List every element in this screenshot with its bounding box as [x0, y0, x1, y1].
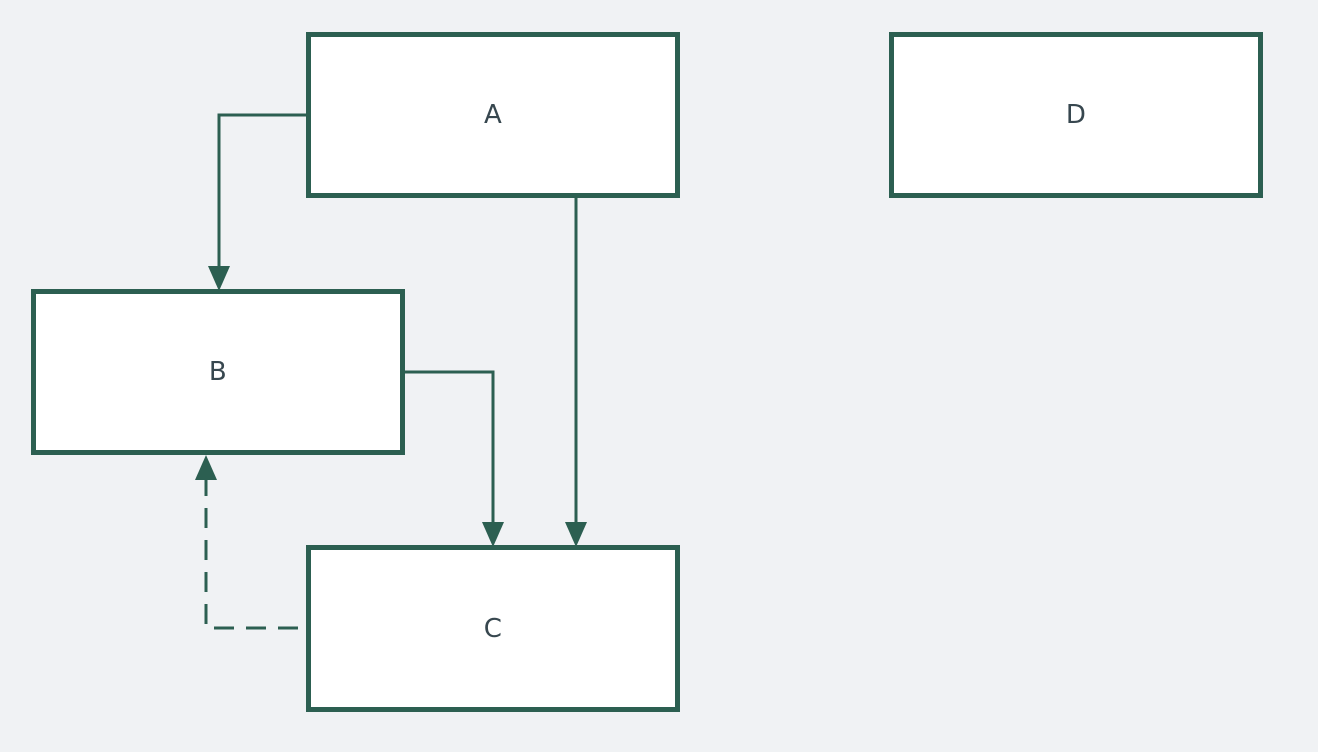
node-a[interactable]: A [306, 32, 680, 198]
edge-a-to-b [208, 113, 306, 291]
edge-a-to-b-arrowhead [208, 266, 230, 291]
edge-a-to-b-line [217, 113, 306, 268]
edge-c-to-b-line [204, 478, 298, 630]
node-d-label: D [1065, 100, 1087, 130]
edge-c-to-b-arrowhead [195, 455, 217, 480]
edge-b-to-c-arrowhead [482, 522, 504, 547]
node-b-label: B [208, 357, 228, 387]
node-c[interactable]: C [306, 545, 680, 712]
node-d[interactable]: D [889, 32, 1263, 198]
edge-b-to-c [403, 370, 504, 547]
edge-c-to-b [195, 455, 298, 630]
node-a-label: A [483, 100, 503, 130]
node-c-label: C [483, 613, 503, 644]
edge-a-to-c-arrowhead [565, 522, 587, 547]
edge-b-to-c-line [403, 370, 495, 524]
node-b[interactable]: B [31, 289, 405, 455]
edge-a-to-c [565, 196, 587, 547]
